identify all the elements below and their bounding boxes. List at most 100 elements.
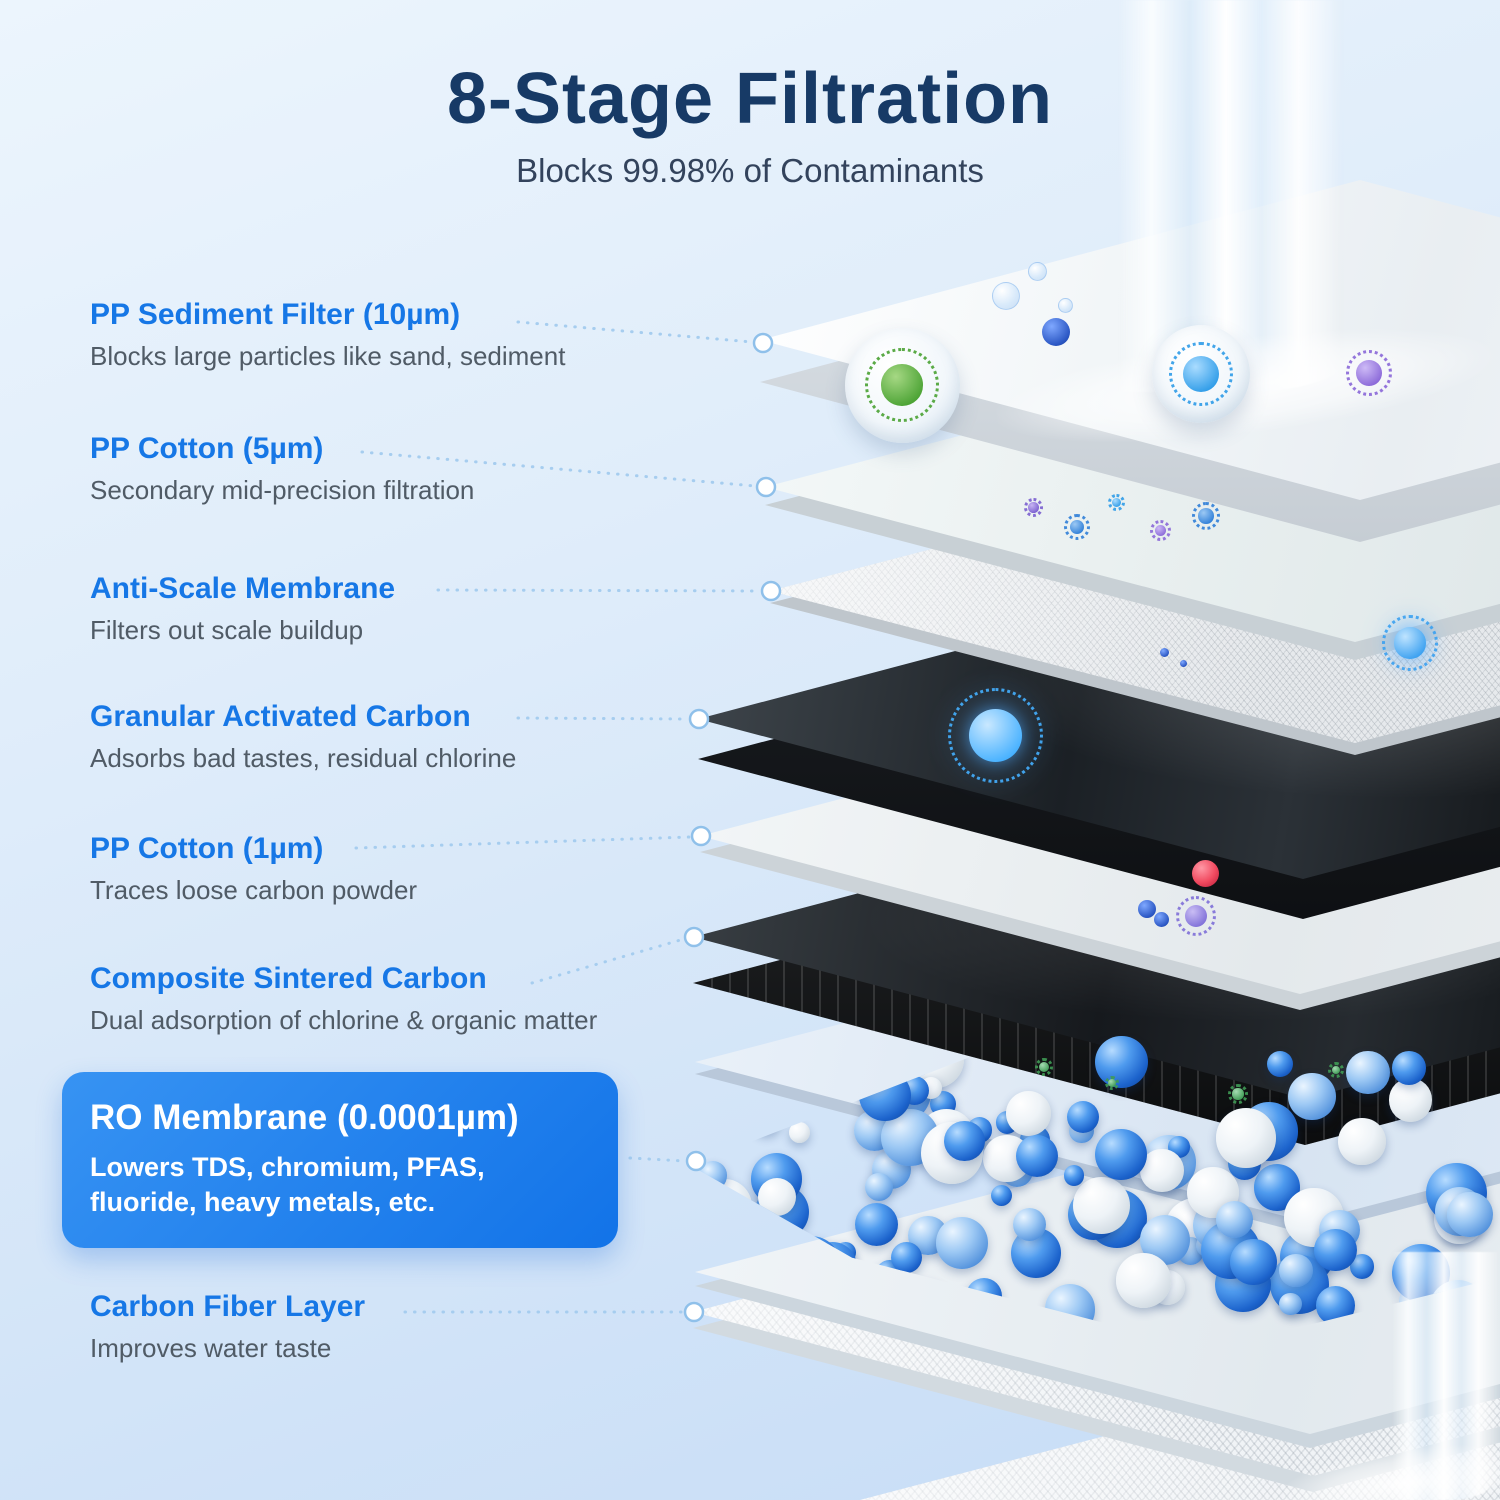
stage-description: Traces loose carbon powder (90, 875, 418, 905)
bubble-icon (1058, 298, 1073, 313)
ro-ball (1066, 1100, 1099, 1133)
stage-label: Granular Activated Carbon (90, 700, 471, 733)
ro-ball (1116, 1253, 1171, 1308)
ro-ball (1216, 1108, 1276, 1168)
page-title: 8-Stage Filtration (446, 59, 1054, 139)
page-subtitle: Blocks 99.98% of Contaminants (516, 152, 984, 189)
stage-label: RO Membrane (0.0001µm) (90, 1098, 519, 1137)
leader-dot-marker (683, 926, 705, 948)
ro-ball (1072, 1177, 1130, 1235)
leader-dot-marker (685, 1150, 707, 1172)
leader-line (628, 1156, 687, 1163)
red-particle-icon (1192, 860, 1219, 887)
ro-ball (1063, 1165, 1085, 1186)
stage-label: PP Cotton (5µm) (90, 432, 324, 465)
leader-line (360, 450, 757, 488)
ro-ball (1278, 1253, 1313, 1288)
leader-dot-marker (688, 708, 710, 730)
stage-description: Filters out scale buildup (90, 615, 364, 645)
ro-ball (936, 1217, 988, 1269)
leader-dot-marker (752, 332, 774, 354)
ro-ball (1279, 1292, 1302, 1315)
water-stream-top-icon (1118, 0, 1343, 392)
ro-ball (1267, 1051, 1294, 1078)
ro-ball (1012, 1207, 1047, 1242)
leader-line (530, 937, 686, 985)
stage-item-carbon-fiber-layer: Carbon Fiber Layer Improves water taste (90, 1290, 710, 1364)
stage-description: Improves water taste (90, 1333, 332, 1363)
particle-blue-icon (1042, 318, 1070, 346)
stage-label: Composite Sintered Carbon (90, 962, 487, 995)
stage-label: PP Cotton (1µm) (90, 832, 324, 865)
ro-ball (1094, 1035, 1148, 1089)
molecule-blue-icon (1138, 900, 1156, 918)
ro-ball (1388, 1078, 1433, 1122)
bubble-icon (1028, 262, 1047, 281)
microbe-blue-icon (1064, 514, 1090, 540)
leader-dot-marker (755, 476, 777, 498)
bacteria-green-icon (1228, 1084, 1248, 1104)
microbe-purple-icon (1024, 498, 1043, 517)
speck-icon (1180, 660, 1187, 667)
microbe-blue-icon (1192, 502, 1220, 530)
magnifier-lens (1152, 325, 1250, 423)
stage-label: PP Sediment Filter (10µm) (90, 298, 461, 331)
bacteria-green-icon (1328, 1062, 1344, 1078)
molecule-blue-icon (1154, 912, 1169, 927)
stage-description: Blocks large particles like sand, sedime… (90, 341, 566, 371)
ro-ball (854, 1202, 899, 1247)
stage-item-composite-sintered-carbon: Composite Sintered Carbon Dual adsorptio… (90, 962, 710, 1036)
ro-ball (1338, 1117, 1386, 1166)
ro-ball (1140, 1148, 1184, 1193)
virus-green-icon (865, 348, 939, 422)
stage-item-anti-scale-membrane: Anti-Scale Membrane Filters out scale bu… (90, 572, 710, 646)
header: 8-Stage Filtration Blocks 99.98% of Cont… (0, 58, 1500, 190)
ro-ball (1005, 1091, 1052, 1137)
ro-ball (1314, 1229, 1357, 1272)
bacteria-green-icon (1105, 1076, 1119, 1090)
stage-label: Anti-Scale Membrane (90, 572, 396, 605)
stage-item-pp-cotton-5um: PP Cotton (5µm) Secondary mid-precision … (90, 432, 710, 506)
stage-label: Carbon Fiber Layer (90, 1290, 366, 1323)
ro-ball (1216, 1201, 1253, 1239)
stage-description: Secondary mid-precision filtration (90, 475, 475, 505)
leader-dot-marker (690, 825, 712, 847)
stage-item-pp-cotton-1um: PP Cotton (1µm) Traces loose carbon powd… (90, 832, 710, 906)
virus-blue-glow-icon (948, 688, 1043, 783)
virus-blue-glow-icon (1382, 615, 1438, 671)
ro-ball (991, 1184, 1013, 1206)
virus-purple-icon (1176, 896, 1216, 936)
stage-item-pp-sediment-filter: PP Sediment Filter (10µm) Blocks large p… (90, 298, 710, 372)
stage-description: Lowers TDS, chromium, PFAS, fluoride, he… (90, 1152, 485, 1218)
virus-purple-icon (1346, 350, 1392, 396)
stage-item-granular-activated-carbon: Granular Activated Carbon Adsorbs bad ta… (90, 700, 710, 774)
ro-ball (789, 1122, 811, 1144)
ro-ball (890, 1241, 923, 1273)
ro-ball (1015, 1134, 1059, 1177)
ro-ball (1095, 1128, 1147, 1181)
bubble-icon (992, 282, 1020, 310)
ro-ball (1346, 1050, 1391, 1095)
ro-ball (1392, 1050, 1426, 1085)
ro-ball (1447, 1191, 1493, 1237)
speck-icon (1160, 648, 1169, 657)
bacteria-green-icon (1035, 1058, 1053, 1076)
stage-description: Adsorbs bad tastes, residual chlorine (90, 743, 517, 773)
stage-description: Dual adsorption of chlorine & organic ma… (90, 1005, 598, 1035)
leader-dot-marker (683, 1301, 705, 1323)
leader-line (516, 716, 690, 721)
leader-dot-marker (760, 580, 782, 602)
ro-ball (865, 1172, 894, 1201)
microbe-blue-icon (1108, 494, 1125, 511)
virus-blue-icon (1169, 342, 1233, 406)
microbe-purple-icon (1150, 520, 1171, 541)
ro-ball (1288, 1072, 1337, 1121)
leader-line (516, 320, 754, 344)
stage-item-ro-membrane-highlighted: RO Membrane (0.0001µm) Lowers TDS, chrom… (62, 1072, 618, 1249)
ro-ball (1230, 1238, 1277, 1285)
leader-line (436, 588, 762, 593)
ro-ball (944, 1120, 985, 1162)
magnifier-lens (845, 328, 960, 443)
